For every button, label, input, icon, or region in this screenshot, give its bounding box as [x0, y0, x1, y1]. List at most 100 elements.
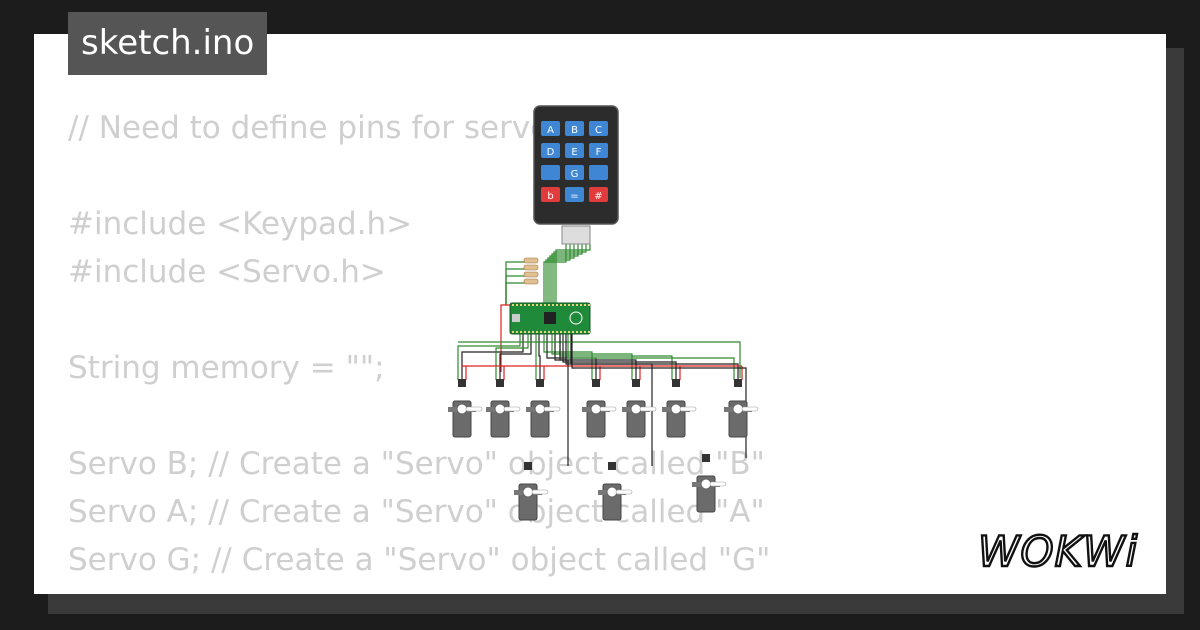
pico-pin — [588, 304, 590, 306]
pico-pin — [572, 331, 574, 333]
servo-connector — [734, 379, 742, 387]
pico-usb — [512, 314, 520, 322]
pico-pin — [524, 304, 526, 306]
servo-ground-wire — [570, 334, 739, 380]
pico-pin — [524, 331, 526, 333]
pico-pin — [512, 304, 514, 306]
servo-horn — [456, 403, 468, 415]
pico-pin — [544, 331, 546, 333]
raspberry-pi-pico — [509, 302, 591, 335]
pico-pin — [584, 331, 586, 333]
keypad-key — [565, 165, 584, 180]
pico-pin — [560, 304, 562, 306]
pico-pin — [580, 304, 582, 306]
preview-card: // Need to define pins for servo #includ… — [34, 34, 1166, 594]
keypad-key-label: B — [571, 125, 578, 136]
pico-pin — [552, 331, 554, 333]
keypad-key — [541, 121, 560, 136]
power-wire — [500, 304, 510, 372]
resistor — [523, 264, 539, 271]
keypad-key-label: F — [596, 147, 602, 158]
pico-logo — [569, 311, 583, 325]
keypad-key — [541, 165, 560, 180]
keypad-wire — [555, 244, 591, 305]
pico-pin — [548, 331, 550, 333]
servo-ground-wire — [571, 334, 747, 458]
servo-ground-wire — [562, 334, 677, 380]
keypad-key — [541, 143, 560, 158]
servo-arm — [679, 406, 697, 412]
keypad-wire — [553, 244, 587, 305]
servo-signal-wire — [458, 341, 741, 378]
servo-signal-wire — [457, 334, 521, 380]
resistor — [523, 271, 539, 278]
servo-connector — [592, 379, 600, 387]
pico-pin — [556, 331, 558, 333]
servo-connector — [672, 379, 680, 387]
servo-arm — [639, 406, 657, 412]
resistor — [523, 278, 539, 285]
code-line: Servo B; // Create a "Servo" object call… — [68, 446, 765, 482]
keypad-key — [565, 187, 584, 202]
servo-connector — [458, 379, 466, 387]
resistor-wire — [505, 268, 526, 305]
code-line: #include <Keypad.h> — [68, 206, 413, 242]
servo-ground-wire — [538, 334, 541, 380]
servo-motor — [526, 379, 561, 438]
pico-pin — [568, 304, 570, 306]
servo-arm — [503, 406, 521, 412]
servo-motor — [622, 379, 657, 438]
servo-motor — [582, 379, 617, 438]
resistor-wire — [505, 275, 526, 305]
servo-horn — [494, 403, 506, 415]
keypad-key-label: D — [547, 147, 555, 158]
keypad-key-label: E — [571, 147, 577, 158]
servo-arm — [599, 406, 617, 412]
pico-pin — [536, 331, 538, 333]
keypad-key — [541, 187, 560, 202]
keypad-wire — [543, 244, 567, 305]
pico-pin — [564, 304, 566, 306]
servo-arm — [465, 406, 483, 412]
pico-pin — [528, 304, 530, 306]
code-line: Servo A; // Create a "Servo" object call… — [68, 494, 765, 530]
pico-pin — [580, 331, 582, 333]
pico-pin — [560, 331, 562, 333]
servo-signal-wire — [567, 334, 735, 380]
servo-connector — [496, 379, 504, 387]
pico-pin — [572, 304, 574, 306]
servo-ground-wire — [499, 334, 532, 380]
keypad-key — [589, 121, 608, 136]
servo-signal-wire — [495, 334, 529, 380]
pico-pin — [520, 304, 522, 306]
keypad-key — [565, 121, 584, 136]
servo-arm — [543, 406, 561, 412]
pico-pin — [516, 331, 518, 333]
code-line: Servo F; // Create a "Servo" object call… — [68, 584, 770, 594]
servo-arm — [741, 406, 759, 412]
resistor-wire — [505, 282, 526, 305]
servo-arm — [709, 481, 727, 487]
keypad-key — [589, 143, 608, 158]
pico-pin — [540, 331, 542, 333]
servo-horn — [522, 486, 534, 498]
servo-ground-wire — [565, 334, 653, 466]
servo-motor — [724, 379, 759, 438]
pico-pin — [536, 304, 538, 306]
servo-horn — [534, 403, 546, 415]
pico-pin — [584, 304, 586, 306]
servo-motor — [448, 379, 483, 438]
servo-horn — [630, 403, 642, 415]
servo-signal-wire — [559, 334, 673, 380]
servo-arm — [531, 489, 549, 495]
keypad-key-label: b — [547, 191, 553, 202]
keypad-key — [589, 165, 608, 180]
servo-ground-wire — [554, 334, 637, 380]
servo-connector — [536, 379, 544, 387]
keypad-wire — [551, 244, 583, 305]
servo-signal-wire — [551, 334, 633, 380]
servo-connector — [632, 379, 640, 387]
wokwi-logo-text: WOKWi — [978, 528, 1138, 574]
